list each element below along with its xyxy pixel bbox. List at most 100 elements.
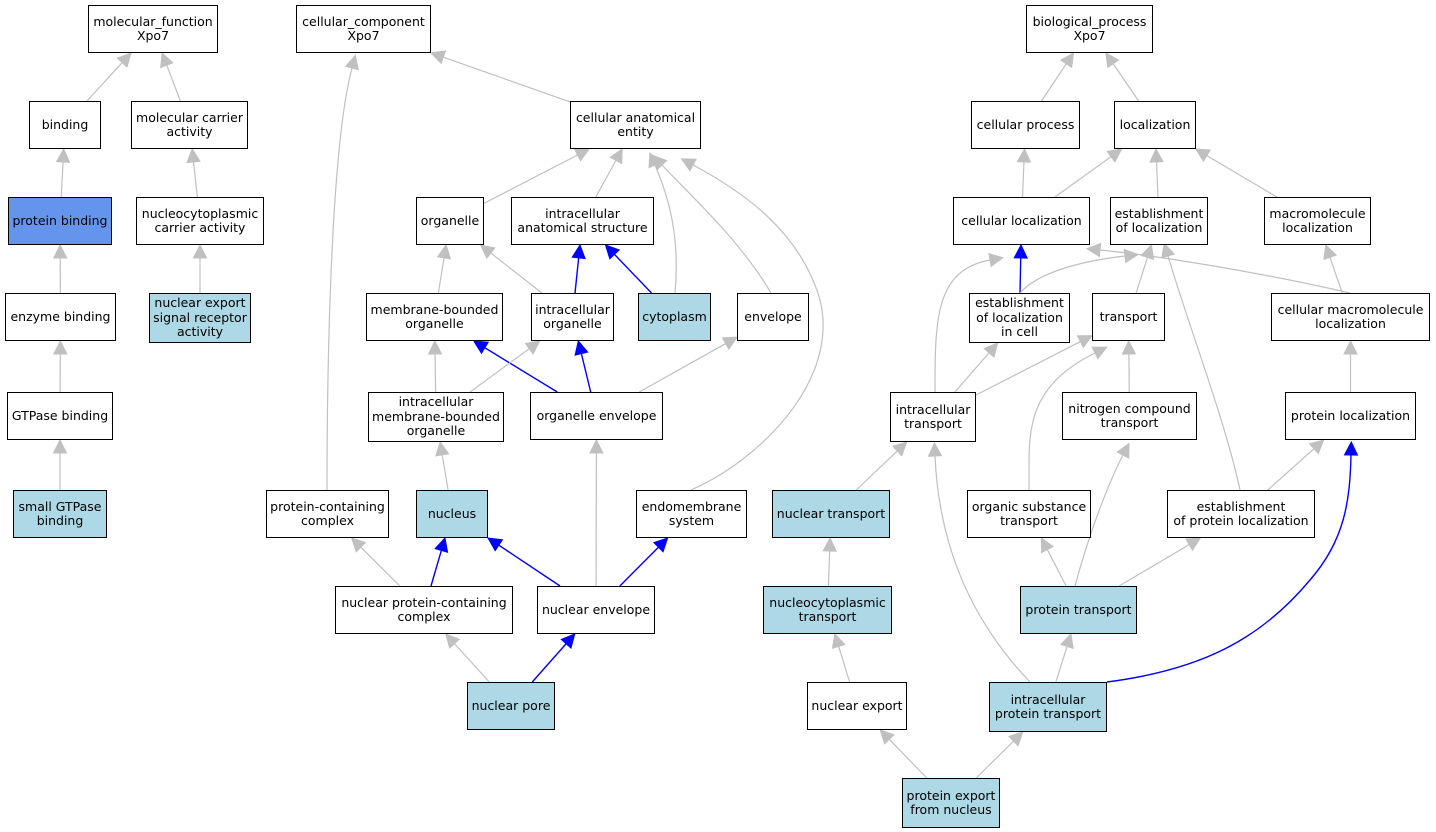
go-term-node-ias[interactable]: intracellular anatomical structure <box>511 197 654 245</box>
edge-nucenv-to-endomem <box>619 546 659 587</box>
edge-io-to-ias-arrowhead <box>571 243 586 260</box>
go-term-node-mf[interactable]: molecular_function Xpo7 <box>88 5 218 53</box>
go-term-node-orgsubtrans[interactable]: organic substance transport <box>967 490 1091 538</box>
go-term-node-macroloc[interactable]: macromolecule localization <box>1264 197 1371 245</box>
edge-prottrans-to-estprotloc <box>1118 544 1190 587</box>
go-term-node-bp[interactable]: biological_process Xpo7 <box>1026 5 1153 53</box>
edge-nucleus-to-imbo-arrowhead <box>435 440 450 457</box>
edge-orgenv-to-envelope <box>638 343 726 393</box>
go-term-node-cae[interactable]: cellular anatomical entity <box>570 101 701 149</box>
edge-envelope-to-cae-arrowhead <box>652 154 668 171</box>
go-term-node-protloc[interactable]: protein localization <box>1285 392 1416 440</box>
edge-npcc-to-pcc <box>360 546 401 587</box>
edge-estlocincell-to-estloc-arrowhead <box>1123 248 1140 264</box>
edge-npcc-to-pcc-arrowhead <box>350 537 367 553</box>
go-term-node-estloc[interactable]: establishment of localization <box>1110 197 1208 245</box>
edge-protbind-to-binding-arrowhead <box>55 147 71 163</box>
go-term-node-gtpbind[interactable]: GTPase binding <box>7 392 113 440</box>
edge-cellproc-to-bp-arrowhead <box>1059 52 1075 69</box>
edge-cellloc-to-localization <box>1054 156 1112 198</box>
go-term-node-npcc[interactable]: nuclear protein-containing complex <box>335 586 513 634</box>
go-term-node-nuccarrier[interactable]: nucleocytoplasmic carrier activity <box>136 197 264 245</box>
go-term-node-cellproc[interactable]: cellular process <box>971 101 1080 149</box>
go-term-node-nucexport[interactable]: nuclear export <box>807 682 907 730</box>
edge-orgsubtrans-to-transport <box>1028 352 1096 491</box>
edge-estloc-to-localization-arrowhead <box>1149 147 1164 163</box>
edge-transport-to-estloc <box>1135 257 1149 294</box>
go-term-node-intraprottrans[interactable]: intracellular protein transport <box>989 682 1107 732</box>
go-term-node-protbind[interactable]: protein binding <box>8 197 112 245</box>
go-term-node-imbo[interactable]: intracellular membrane-bounded organelle <box>368 392 504 442</box>
go-term-node-nucpore[interactable]: nuclear pore <box>467 682 555 730</box>
edge-molcarrier-to-mf-arrowhead <box>160 51 174 69</box>
edge-prottrans-to-estprotloc-arrowhead <box>1185 537 1202 552</box>
go-term-node-cytoplasm[interactable]: cytoplasm <box>638 293 711 341</box>
edge-orgenv-to-io <box>580 353 592 393</box>
go-term-node-organelle[interactable]: organelle <box>416 197 484 245</box>
go-term-node-endomem[interactable]: endomembrane system <box>636 490 747 538</box>
edge-intratrans-to-estlocincell <box>954 352 990 393</box>
edge-nucpore-to-npcc <box>454 643 490 683</box>
go-term-node-intratrans[interactable]: intracellular transport <box>890 392 976 442</box>
go-term-node-io[interactable]: intracellular organelle <box>531 293 614 341</box>
edge-intraprottrans-to-protloc-arrowhead <box>1343 440 1359 456</box>
go-term-node-mbo[interactable]: membrane-bounded organelle <box>366 293 503 341</box>
edge-cytoplasm-to-ias-arrowhead <box>604 244 621 260</box>
go-term-node-estprotloc[interactable]: establishment of protein localization <box>1167 490 1315 538</box>
edge-intraprottrans-to-intratrans-arrowhead <box>927 441 943 457</box>
edge-gtpbind-to-enzbind-arrowhead <box>53 339 68 355</box>
edge-io-to-organelle <box>490 252 543 294</box>
edge-nitrotrans-to-transport-arrowhead <box>1121 339 1137 355</box>
go-term-node-protexport[interactable]: protein export from nucleus <box>902 778 1000 828</box>
edge-protexport-to-nucexport <box>888 738 928 779</box>
edge-protbind-to-binding <box>60 161 64 198</box>
edge-estprotloc-to-protloc <box>1267 448 1315 491</box>
go-term-node-estlocincell[interactable]: establishment of localization in cell <box>969 293 1070 343</box>
go-term-node-cellmacroloc[interactable]: cellular macromolecule localization <box>1271 293 1430 341</box>
edge-intraprottrans-to-prottrans-arrowhead <box>1059 632 1074 650</box>
edge-nucpore-to-nucenv <box>531 643 567 683</box>
go-term-node-prottrans[interactable]: protein transport <box>1020 586 1137 634</box>
go-term-node-enzbind[interactable]: enzyme binding <box>5 293 116 341</box>
edge-nuctrans-to-intratrans-arrowhead <box>891 441 908 457</box>
edge-orgenv-to-io-arrowhead <box>574 339 589 356</box>
go-term-node-transport[interactable]: transport <box>1092 293 1165 341</box>
go-term-node-molcarrier[interactable]: molecular carrier activity <box>131 101 248 149</box>
edge-nucenv-to-endomem-arrowhead <box>652 537 669 553</box>
go-term-node-localization[interactable]: localization <box>1114 101 1196 149</box>
edge-intratrans-to-cellloc-arrowhead <box>988 252 1004 268</box>
edge-nuctrans-to-intratrans <box>855 450 898 491</box>
go-term-node-nucenv[interactable]: nuclear envelope <box>537 586 655 634</box>
edge-intratrans-to-cellloc <box>934 259 991 393</box>
edge-nucexport-to-ncytrans-arrowhead <box>831 632 846 650</box>
go-term-node-cc[interactable]: cellular_component Xpo7 <box>296 5 431 53</box>
edge-io-to-ias <box>574 257 580 294</box>
go-term-node-pcc[interactable]: protein-containing complex <box>266 490 389 538</box>
edge-imbo-to-io-arrowhead <box>524 340 541 355</box>
edge-cellmacroloc-to-cellloc <box>1099 249 1351 294</box>
edge-ncytrans-to-nuctrans <box>827 550 831 587</box>
go-term-node-binding[interactable]: binding <box>29 101 101 149</box>
go-term-node-smallgtp[interactable]: small GTPase binding <box>13 490 107 538</box>
edge-intraprottrans-to-protloc <box>1106 454 1352 683</box>
go-term-node-nitrotrans[interactable]: nitrogen compound transport <box>1062 392 1197 440</box>
edge-estlocincell-to-cellloc-arrowhead <box>1013 243 1029 259</box>
go-term-node-orgenv[interactable]: organelle envelope <box>530 392 663 440</box>
edge-io-to-organelle-arrowhead <box>479 244 496 260</box>
edge-binding-to-mf-arrowhead <box>116 52 132 68</box>
go-term-node-nuctrans[interactable]: nuclear transport <box>772 490 890 538</box>
edge-cellloc-to-cellproc-arrowhead <box>1016 147 1032 163</box>
go-term-node-cellloc[interactable]: cellular localization <box>953 197 1090 245</box>
edge-nucleus-to-imbo <box>441 454 449 491</box>
edge-localization-to-bp-arrowhead <box>1105 52 1120 69</box>
go-term-node-ncytrans[interactable]: nucleocytoplasmic transport <box>763 586 892 634</box>
edge-prottrans-to-orgsubtrans <box>1046 549 1067 587</box>
go-term-node-nucleus[interactable]: nucleus <box>416 490 488 538</box>
edge-protexport-to-intraprottrans <box>975 740 1014 779</box>
edge-imbo-to-mbo <box>434 353 437 393</box>
go-term-node-nucexpsig[interactable]: nuclear export signal receptor activity <box>149 293 251 343</box>
edge-intraprottrans-to-prottrans <box>1055 646 1068 683</box>
edge-estprotloc-to-estloc-arrowhead <box>1161 242 1176 259</box>
go-term-node-envelope[interactable]: envelope <box>737 293 809 341</box>
edge-macroloc-to-localization-arrowhead <box>1194 148 1211 163</box>
